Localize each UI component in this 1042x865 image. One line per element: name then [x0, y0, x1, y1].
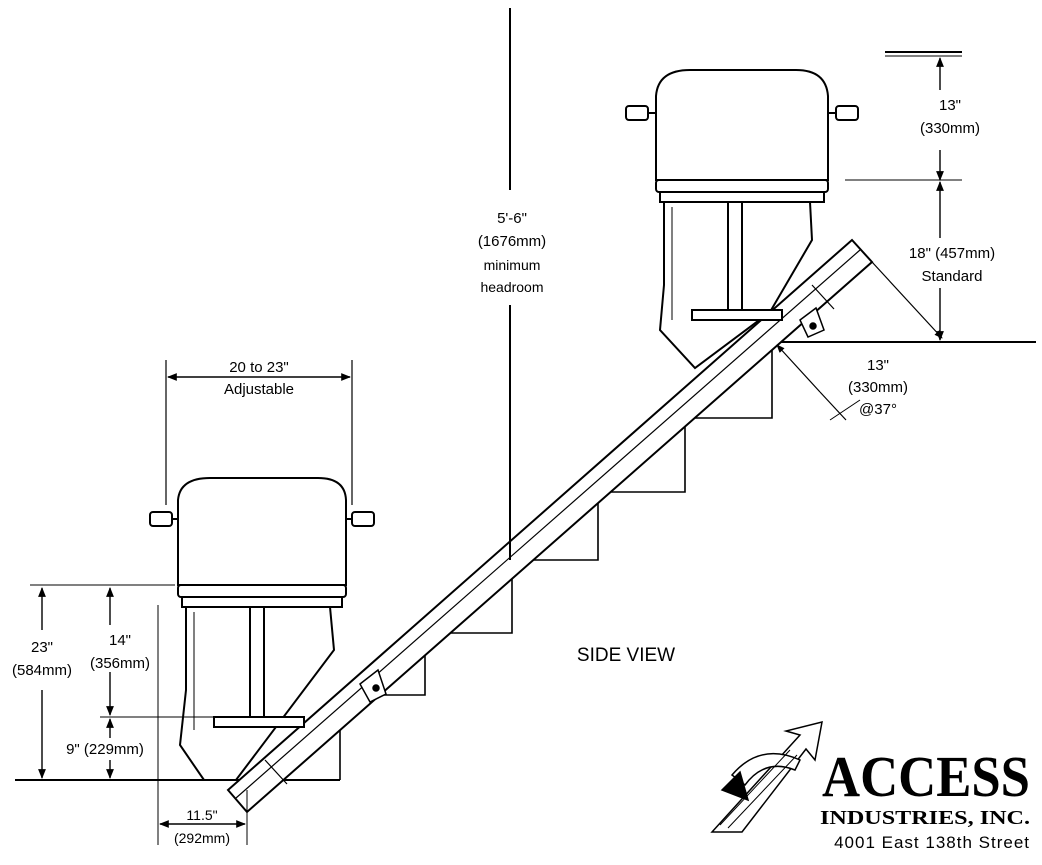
rail-projection-imperial: 13" [867, 357, 889, 374]
headroom-note-headroom: headroom [480, 279, 543, 295]
footrest-clearance-value: 9" (229mm) [66, 741, 144, 758]
headroom-imperial: 5'-6" [497, 210, 527, 227]
view-label: SIDE VIEW [577, 645, 675, 666]
overall-height-metric: (584mm) [12, 662, 72, 679]
staircase [330, 342, 773, 781]
rail-bracket-upper [799, 306, 825, 338]
access-logo-mark [710, 720, 823, 833]
rail-bracket-lower [359, 668, 387, 703]
overall-height-dimension [30, 584, 175, 779]
top-clearance-imperial: 13" [939, 97, 961, 114]
seat-height-dimension [100, 587, 170, 718]
top-clearance-dimension [845, 57, 962, 181]
rail-projection-dimension [776, 261, 943, 421]
rail-projection-metric: (330mm) [848, 379, 908, 396]
company-name: ACCESS [822, 744, 1030, 809]
headroom-metric: (1676mm) [478, 233, 546, 250]
company-address: 4001 East 138th Street [834, 833, 1030, 852]
stairlift-chair-upper [625, 69, 859, 370]
company-subtitle: INDUSTRIES, INC. [820, 807, 1030, 829]
depth-dimension [157, 605, 248, 845]
seat-width-dimension [165, 360, 353, 505]
depth-metric: (292mm) [174, 830, 230, 846]
headroom-note-minimum: minimum [484, 257, 541, 273]
depth-imperial: 11.5" [186, 807, 217, 823]
stairlift-chair-lower [149, 477, 375, 781]
footrest-height-imperial: 18" (457mm) [909, 245, 995, 262]
footrest-height-note: Standard [922, 268, 983, 285]
seat-height-metric: (356mm) [90, 655, 150, 672]
seat-width-value: 20 to 23" [229, 359, 289, 376]
overall-height-imperial: 23" [31, 639, 53, 656]
seat-width-note: Adjustable [224, 381, 294, 398]
seat-height-imperial: 14" [109, 632, 131, 649]
rail-projection-angle: @37° [859, 401, 897, 418]
top-clearance-metric: (330mm) [920, 120, 980, 137]
